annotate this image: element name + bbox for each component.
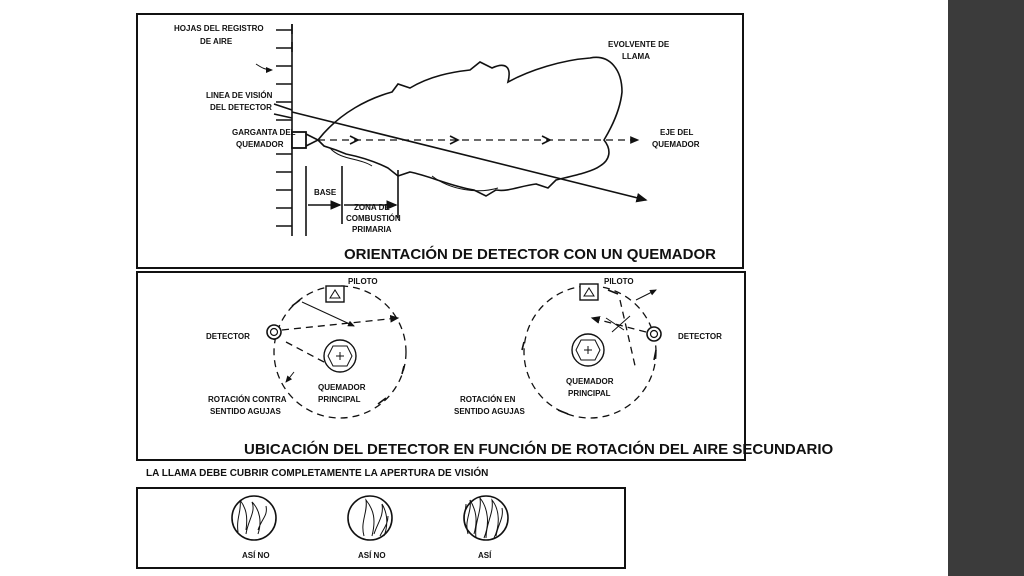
register-leaves-label-2: DE AIRE bbox=[200, 37, 233, 46]
burner-axis-label-2: QUEMADOR bbox=[652, 140, 700, 149]
view-2-label: ASÍ NO bbox=[358, 551, 386, 560]
left-rotation-label-1: ROTACIÓN CONTRA bbox=[208, 395, 287, 404]
flame-envelope-label-1: EVOLVENTE DE bbox=[608, 40, 670, 49]
pilot-icon bbox=[325, 285, 345, 303]
flame-coverage-caption: LA LLAMA DEBE CUBRIR COMPLETAMENTE LA AP… bbox=[146, 466, 488, 479]
right-detector-label: DETECTOR bbox=[678, 332, 722, 341]
left-detector-label: DETECTOR bbox=[206, 332, 250, 341]
sight-line bbox=[291, 111, 648, 203]
right-rotation-label-1: ROTACIÓN EN bbox=[460, 395, 516, 404]
diagram-canvas: HOJAS DEL REGISTRO DE AIRE LINEA DE VISI… bbox=[136, 13, 834, 569]
flame-envelope-label-2: LLAMA bbox=[622, 52, 650, 61]
panel-detector-location: PILOTO DETECTOR QUEMADOR PRINCIPAL ROTAC… bbox=[136, 271, 834, 461]
panel1-title: ORIENTACIÓN DE DETECTOR CON UN QUEMADOR bbox=[344, 245, 716, 263]
right-burner-label-1: QUEMADOR bbox=[566, 377, 614, 386]
left-pilot-label: PILOTO bbox=[348, 277, 378, 286]
right-pilot-label: PILOTO bbox=[604, 277, 634, 286]
combustion-zone-label-3: PRIMARIA bbox=[352, 225, 392, 234]
left-rotation-label-2: SENTIDO AGUJAS bbox=[210, 407, 281, 416]
burner-axis-label-1: EJE DEL bbox=[660, 128, 693, 137]
detector-sight-tube bbox=[273, 103, 293, 119]
combustion-zone-label-1: ZONA DE bbox=[354, 203, 390, 212]
panel2-title: UBICACIÓN DEL DETECTOR EN FUNCIÓN DE ROT… bbox=[244, 440, 834, 458]
sight-opening-partial-2 bbox=[347, 495, 393, 541]
pilot-icon bbox=[579, 283, 599, 301]
sight-line-label-2: DEL DETECTOR bbox=[210, 103, 272, 112]
sight-line-label-1: LINEA DE VISIÓN bbox=[206, 91, 273, 100]
base-label: BASE bbox=[314, 188, 337, 197]
sight-opening-full bbox=[463, 495, 509, 541]
detector-icon bbox=[266, 324, 282, 340]
view-3-label: ASÍ bbox=[478, 551, 492, 560]
register-leaves-label-1: HOJAS DEL REGISTRO bbox=[174, 24, 264, 33]
detector-icon bbox=[646, 326, 662, 342]
air-register-leaves bbox=[276, 24, 293, 236]
counterclockwise-diagram: PILOTO DETECTOR QUEMADOR PRINCIPAL ROTAC… bbox=[206, 277, 407, 419]
right-rotation-label-2: SENTIDO AGUJAS bbox=[454, 407, 525, 416]
right-side-bar bbox=[948, 0, 1024, 576]
throat-label-1: GARGANTA DEL bbox=[232, 128, 296, 137]
left-burner-label-2: PRINCIPAL bbox=[318, 395, 361, 404]
combustion-zone-label-2: COMBUSTIÓN bbox=[346, 214, 401, 223]
throat-label-2: QUEMADOR bbox=[236, 140, 284, 149]
base-dimension bbox=[305, 166, 399, 236]
sight-opening-partial-1 bbox=[231, 495, 277, 541]
right-burner-label-2: PRINCIPAL bbox=[568, 389, 611, 398]
panel-flame-coverage: ASÍ NO ASÍ NO ASÍ bbox=[136, 487, 626, 569]
left-burner-label-1: QUEMADOR bbox=[318, 383, 366, 392]
clockwise-diagram: PILOTO DETECTOR QUEMADOR PRINCIPAL ROTAC… bbox=[454, 277, 722, 419]
flame-envelope bbox=[316, 56, 623, 197]
view-1-label: ASÍ NO bbox=[242, 551, 270, 560]
panel-burner-orientation: HOJAS DEL REGISTRO DE AIRE LINEA DE VISI… bbox=[136, 13, 744, 269]
burner-throat bbox=[291, 131, 320, 149]
